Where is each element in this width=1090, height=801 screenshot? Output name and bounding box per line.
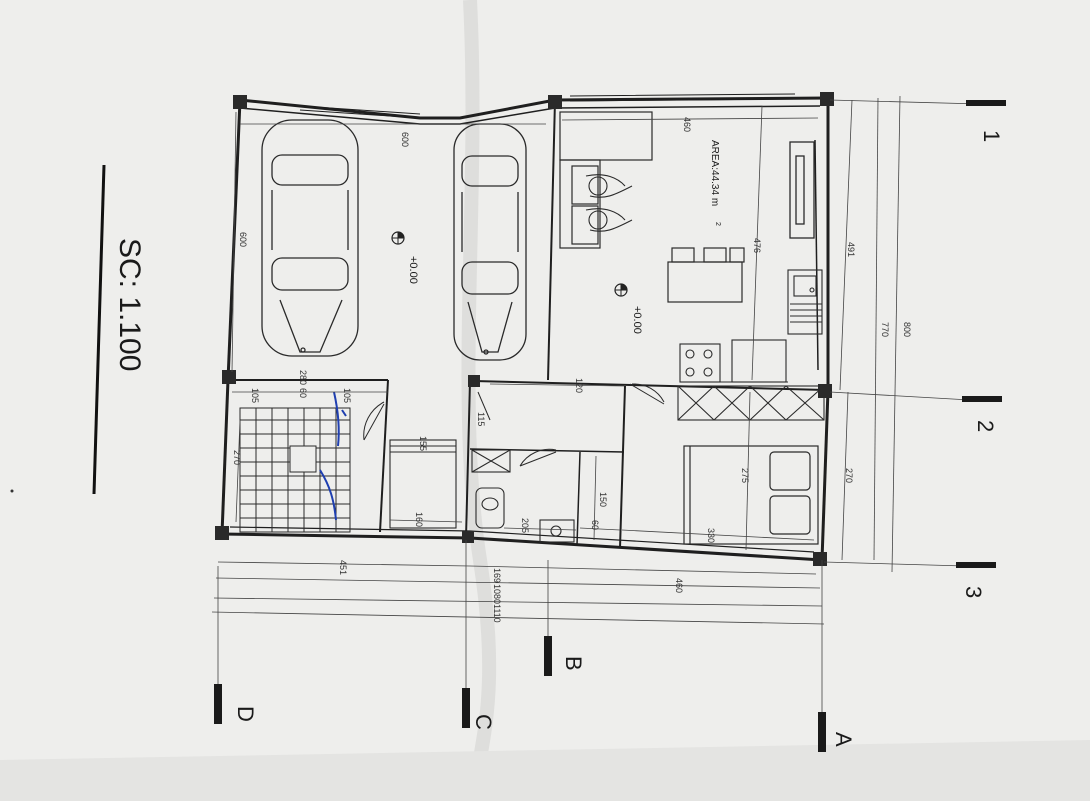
dim-169: 169 [492,568,502,583]
dim-205: 205 [520,518,530,533]
dim-275: 275 [740,468,750,483]
dim-1110: 1110 [492,604,502,623]
stray-dot [10,489,14,493]
armchair-figures [585,174,633,232]
utility-room [389,439,457,529]
scale-label: SC: 1.100 [113,238,146,371]
dim-60-b: 60 [590,520,600,530]
doors [363,383,665,467]
grid-bars [214,100,1006,752]
bathroom-fixtures [471,449,575,543]
grid-label-2: 2 [973,420,998,432]
car-left [261,119,359,357]
dim-120: 120 [574,378,584,393]
grid-label-c: C [471,714,496,730]
dim-155: 155 [418,436,428,451]
bed [683,445,819,545]
dim-1080: 1080 [492,584,502,604]
area-superscript: 2 [714,222,721,226]
dim-491: 491 [846,242,856,257]
stair-pen-marks [319,391,347,521]
kitchen-sink [787,269,823,335]
dim-60-a: 60 [298,388,308,398]
dim-770: 770 [880,322,890,337]
dim-270-right: 270 [844,468,854,483]
dim-330: 330 [706,528,716,543]
dim-600-left: 600 [238,232,248,247]
scale-underline [92,164,106,495]
dimension-lines [211,95,981,720]
dim-270-left: 270 [232,450,242,465]
grid-label-a: A [831,732,856,747]
area-label: AREA:44.34 m [709,140,720,206]
dim-800: 800 [902,322,912,337]
dim-460-bottom: 460 [674,578,684,593]
grid-label-1: 1 [979,130,1004,142]
paper-shadow [0,740,1090,801]
dim-476: 476 [752,238,762,253]
dim-150: 150 [598,492,608,507]
kitchen-counter [679,339,788,383]
dim-451: 451 [338,560,348,575]
tv-unit [789,141,815,239]
grid-label-d: D [233,706,258,722]
dim-460-top: 460 [682,117,692,132]
paper-fold [461,0,497,801]
dim-115: 115 [476,412,486,426]
level-marker-living [614,283,628,297]
dim-280: 280 [298,370,308,385]
dining-table [667,247,745,303]
windows [299,93,819,371]
dim-105-b: 105 [342,388,352,403]
dim-105-a: 105 [250,388,260,403]
dim-600-top: 600 [400,132,410,147]
dim-160: 160 [414,512,424,527]
staircase [239,407,351,533]
grid-label-3: 3 [961,586,986,598]
grid-label-b: B [561,656,586,671]
level-marker-garage [391,231,405,245]
sofa [559,111,653,249]
level-living-label: +0.00 [631,306,643,334]
car-right [453,123,527,361]
wardrobe [677,385,825,421]
level-garage-label: +0.00 [407,256,419,284]
